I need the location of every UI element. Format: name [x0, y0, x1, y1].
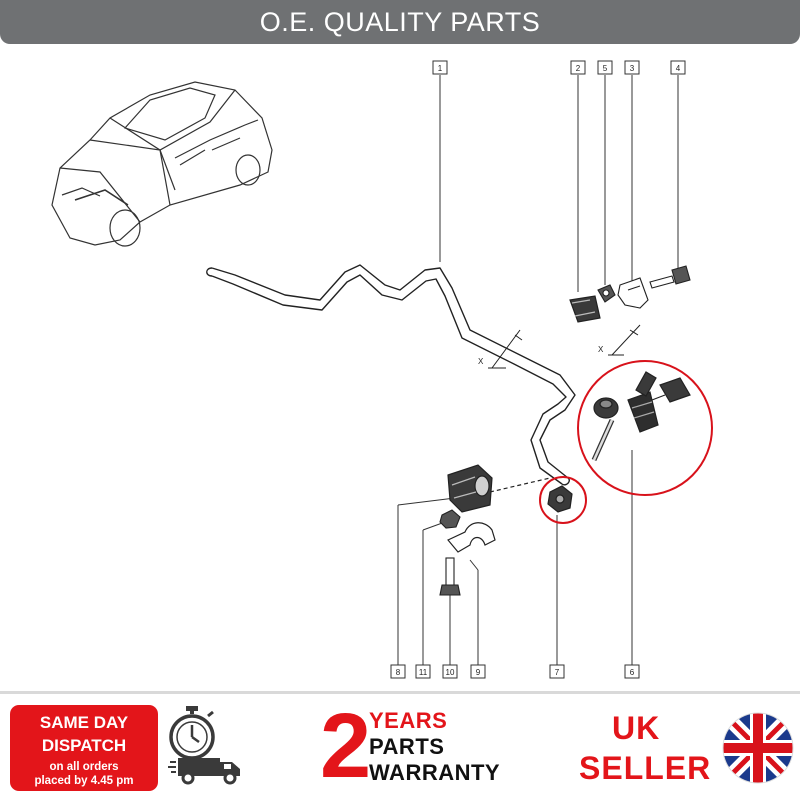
- dimension-mark-2: X: [598, 324, 641, 356]
- footer: SAME DAY DISPATCH on all orders placed b…: [0, 694, 800, 800]
- uk-seller-line1: UK: [612, 710, 661, 746]
- drop-link-assembly: [591, 371, 691, 462]
- callout-label-8: 8: [396, 668, 401, 677]
- callout-2: 2: [570, 60, 586, 75]
- callout-6: 6: [624, 664, 640, 679]
- dimension-mark-1: X: [478, 329, 523, 369]
- header-bar: [0, 0, 800, 44]
- callout-8: 8: [390, 664, 406, 679]
- union-jack-flag-icon: [722, 712, 794, 784]
- callout-10: 10: [442, 664, 458, 679]
- dimension-label-1: X: [478, 357, 484, 366]
- callout-leaders-top: [397, 75, 679, 665]
- callout-1: 1: [432, 60, 448, 75]
- header: O.E. QUALITY PARTS: [0, 0, 800, 44]
- highlight-circle-nut: [539, 476, 587, 524]
- assembly-dashed-line: [489, 477, 551, 493]
- same-day-dispatch-badge: SAME DAY DISPATCH on all orders placed b…: [10, 705, 158, 791]
- nut-top: [597, 284, 616, 303]
- callout-label-5: 5: [603, 64, 608, 73]
- callout-label-10: 10: [446, 668, 455, 677]
- footer-divider: [0, 691, 800, 694]
- warranty-line1: YEARS: [369, 708, 448, 733]
- callout-4: 4: [670, 60, 686, 75]
- header-title: O.E. QUALITY PARTS: [259, 7, 541, 37]
- callout-label-1: 1: [438, 64, 443, 73]
- callout-11: 11: [415, 664, 431, 679]
- callout-3: 3: [624, 60, 640, 75]
- callout-label-7: 7: [555, 668, 560, 677]
- bracket-top: [617, 277, 649, 309]
- clamp-9: [447, 522, 496, 553]
- bolt-top: [649, 265, 691, 289]
- anti-roll-bar: [206, 264, 576, 486]
- nut-11: [439, 509, 461, 529]
- callout-boxes: 1 2 5 3 4 8 11 10 9 7 6: [390, 60, 686, 679]
- callout-label-3: 3: [630, 64, 635, 73]
- highlight-circle-drop-link: [577, 360, 713, 496]
- callout-9: 9: [470, 664, 486, 679]
- warranty-line3: WARRANTY: [369, 760, 501, 785]
- callout-label-2: 2: [576, 64, 581, 73]
- dispatch-line1: SAME DAY: [39, 713, 129, 732]
- car-illustration: [51, 81, 273, 247]
- callout-label-6: 6: [630, 668, 635, 677]
- callout-5: 5: [597, 60, 613, 75]
- nut-7: [547, 485, 573, 513]
- warranty-years-number: 2: [320, 695, 372, 797]
- dispatch-line3: on all orders: [49, 761, 119, 773]
- callout-label-11: 11: [419, 668, 428, 677]
- callout-7: 7: [549, 664, 565, 679]
- bar-bush-8: [447, 464, 493, 513]
- dimension-label-2: X: [598, 345, 604, 354]
- dispatch-line4: placed by 4.45 pm: [34, 775, 134, 787]
- stopwatch-truck-icon: [168, 706, 240, 785]
- bar-bush-top: [569, 295, 601, 323]
- warranty-line2: PARTS: [369, 734, 445, 759]
- uk-seller-line2: SELLER: [579, 750, 712, 786]
- dispatch-line2: DISPATCH: [41, 736, 127, 755]
- callout-label-9: 9: [476, 668, 481, 677]
- bolt-10: [439, 557, 461, 596]
- parts-diagram: 1 2 5 3 4 8 11 10 9 7 6 X X: [51, 60, 713, 679]
- callout-label-4: 4: [676, 64, 681, 73]
